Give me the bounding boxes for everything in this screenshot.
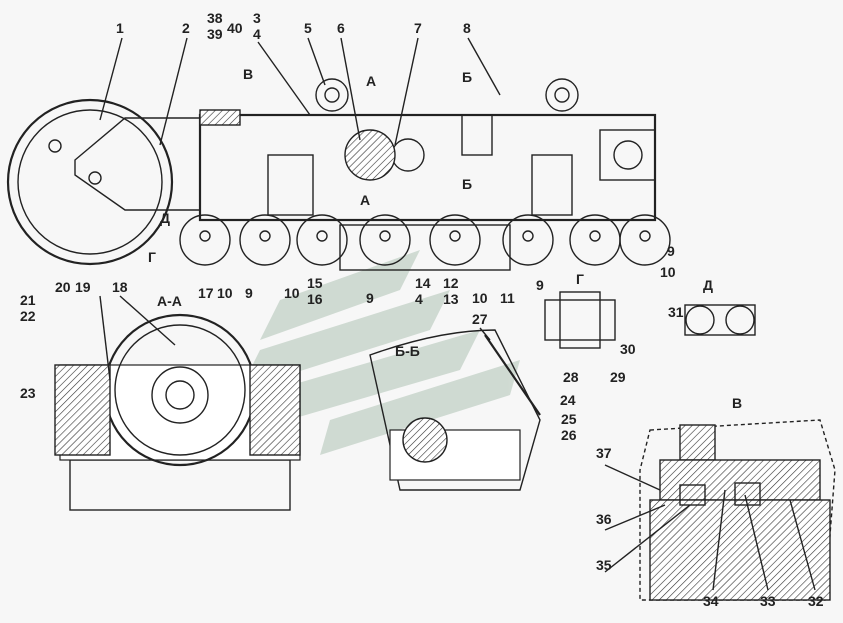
callout-36: 36 xyxy=(596,511,612,527)
callout-10: 10 xyxy=(284,285,300,301)
track-rollers xyxy=(179,214,671,271)
mark-a-top: А xyxy=(366,73,376,89)
callout-39: 39 xyxy=(207,26,223,42)
callout-10: 10 xyxy=(217,285,233,301)
callout-5: 5 xyxy=(304,20,312,36)
callout-9: 9 xyxy=(536,277,544,293)
view-d-drawing xyxy=(684,304,756,336)
callout-40: 40 xyxy=(227,20,243,36)
callout-4: 4 xyxy=(253,26,261,42)
callout-12: 12 xyxy=(443,275,459,291)
callout-2: 2 xyxy=(182,20,190,36)
track-frame xyxy=(198,109,657,222)
view-g-title: Г xyxy=(576,271,584,287)
callout-3: 3 xyxy=(253,10,261,26)
mark-a-bottom: А xyxy=(360,192,370,208)
callout-11: 11 xyxy=(500,290,515,306)
idler-wheel xyxy=(6,98,201,266)
callout-22: 22 xyxy=(20,308,36,324)
support-rollers-top xyxy=(315,78,579,112)
callout-4: 4 xyxy=(415,291,423,307)
callout-10: 10 xyxy=(660,264,676,280)
callout-27: 27 xyxy=(472,311,488,327)
callout-18: 18 xyxy=(112,279,128,295)
mark-v: В xyxy=(243,66,253,82)
callout-7: 7 xyxy=(414,20,422,36)
callout-14: 14 xyxy=(415,275,431,291)
callout-1: 1 xyxy=(116,20,124,36)
view-d-title: Д xyxy=(703,277,713,293)
callout-37: 37 xyxy=(596,445,612,461)
callout-30: 30 xyxy=(620,341,636,357)
callout-33: 33 xyxy=(760,593,776,609)
section-aa-drawing xyxy=(54,313,301,511)
callout-9: 9 xyxy=(245,285,253,301)
callout-23: 23 xyxy=(20,385,36,401)
callout-10: 10 xyxy=(472,290,488,306)
section-bb-title: Б-Б xyxy=(395,343,420,359)
callout-28: 28 xyxy=(563,369,579,385)
callout-16: 16 xyxy=(307,291,323,307)
callout-20: 20 xyxy=(55,279,71,295)
leader-lines xyxy=(99,37,816,591)
callout-17: 17 xyxy=(198,285,214,301)
callout-19: 19 xyxy=(75,279,91,295)
callout-21: 21 xyxy=(20,292,36,308)
callout-38: 38 xyxy=(207,10,223,26)
callout-9: 9 xyxy=(667,243,675,259)
mark-b-top: Б xyxy=(462,69,472,85)
callout-9: 9 xyxy=(366,290,374,306)
mark-b-bottom: Б xyxy=(462,176,472,192)
callout-24: 24 xyxy=(560,392,576,408)
mark-g: Г xyxy=(148,249,156,265)
callout-26: 26 xyxy=(561,427,577,443)
callout-29: 29 xyxy=(610,369,626,385)
callout-35: 35 xyxy=(596,557,612,573)
callout-34: 34 xyxy=(703,593,719,609)
section-aa-title: А-А xyxy=(157,293,182,309)
callout-32: 32 xyxy=(808,593,824,609)
view-g-drawing xyxy=(544,291,616,349)
callout-13: 13 xyxy=(443,291,459,307)
section-bb-drawing xyxy=(369,329,541,491)
callout-31: 31 xyxy=(668,304,684,320)
mark-d: Д xyxy=(160,210,170,226)
callout-8: 8 xyxy=(463,20,471,36)
view-v-title: В xyxy=(732,395,742,411)
callout-15: 15 xyxy=(307,275,323,291)
view-v-drawing xyxy=(639,419,836,601)
callout-25: 25 xyxy=(561,411,577,427)
callout-6: 6 xyxy=(337,20,345,36)
